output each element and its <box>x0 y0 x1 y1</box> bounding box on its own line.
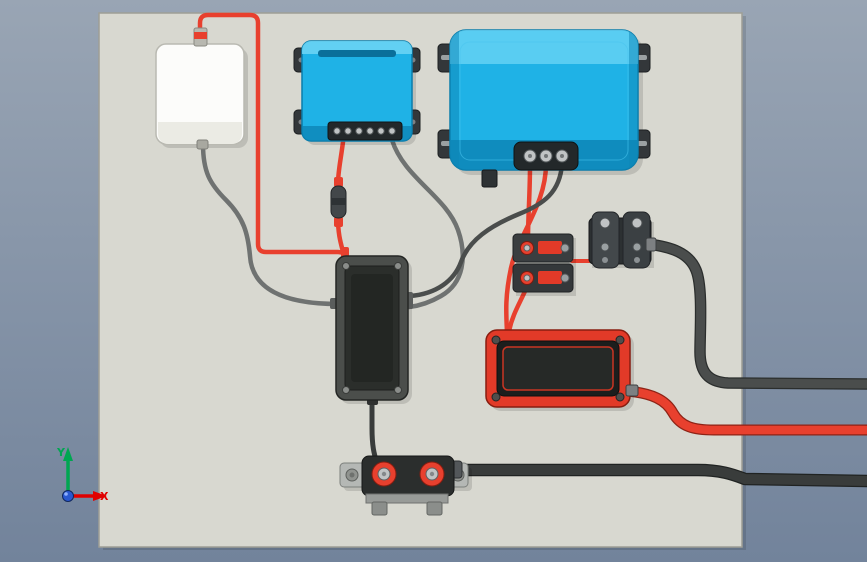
cable-red-charger-large-to-red-box[interactable] <box>504 161 549 335</box>
charger-large-aux-connector <box>481 169 498 188</box>
cable-gray-whitebox-to-junction[interactable] <box>200 141 341 307</box>
junction-box-inner-panel <box>351 274 393 382</box>
white-enclosure-top-fitting-band <box>194 32 207 39</box>
white-enclosure-bottom-fitting <box>196 139 209 150</box>
red-enclosure-screw <box>491 392 501 402</box>
red-enclosure-inner-panel <box>502 346 614 391</box>
relay-terminal <box>602 257 608 263</box>
relay-screw <box>631 217 643 229</box>
shunt-foot-left <box>371 501 388 516</box>
junction-box-screw <box>394 386 402 394</box>
junction-box-screw <box>394 262 402 270</box>
shunt-foot-right <box>426 501 443 516</box>
inline-fuse-band <box>331 198 346 205</box>
red-cable-ferrule <box>625 384 639 397</box>
cable-dark-charger-large-to-junction[interactable] <box>407 161 565 299</box>
shunt-assembly[interactable] <box>339 455 472 516</box>
red-enclosure[interactable] <box>485 329 639 411</box>
flange-slot <box>441 141 451 146</box>
fuse-screw <box>560 273 570 283</box>
fuse-block[interactable] <box>512 233 576 296</box>
relay-block[interactable] <box>588 211 657 269</box>
shunt-terminal-right-pin <box>429 471 435 477</box>
relay-terminal <box>634 257 640 263</box>
axis-origin-highlight <box>64 492 68 496</box>
red-enclosure-screw <box>491 335 501 345</box>
fuse-terminal-stud <box>523 274 531 282</box>
axis-x-label: X <box>100 490 109 503</box>
shunt-lower-bracket <box>365 493 449 504</box>
axis-y-arrow-head <box>63 447 73 461</box>
inline-fuse-holder[interactable] <box>330 177 347 227</box>
axis-origin-sphere <box>62 490 74 502</box>
axis-y-label: Y <box>56 446 66 459</box>
flange-slot <box>637 141 647 146</box>
fuse-screw <box>560 243 570 253</box>
inline-fuse-heatshrink-top <box>334 177 343 187</box>
axis-x-arrow-head <box>93 491 107 501</box>
relay-module-left[interactable] <box>591 211 620 269</box>
inline-fuse-heatshrink-bottom <box>334 217 343 227</box>
relay-screw <box>632 242 642 252</box>
red-enclosure-screw <box>615 392 625 402</box>
cable-thick-black-to-edge[interactable] <box>453 465 867 486</box>
fuse-element-bottom <box>538 271 562 284</box>
red-enclosure-screw <box>615 335 625 345</box>
junction-box-screw <box>342 386 350 394</box>
relay-screw <box>599 217 611 229</box>
charger-small-terminal-strip[interactable] <box>327 121 403 141</box>
shunt-bolt-left-pin <box>349 472 355 478</box>
white-enclosure-shade <box>158 122 242 144</box>
charger-small[interactable] <box>293 40 421 145</box>
relay-cable-ferrule <box>645 237 657 252</box>
flange-slot <box>441 55 451 60</box>
fuse-terminal-stud <box>523 244 531 252</box>
charger-small-terminals <box>333 127 396 135</box>
cable-red-charger-large-to-fuse[interactable] <box>525 161 533 243</box>
flange-slot <box>637 55 647 60</box>
terminal-pin <box>528 154 532 158</box>
white-enclosure[interactable] <box>155 27 248 150</box>
relay-screw <box>600 242 610 252</box>
charger-large-top-sheen <box>450 30 638 64</box>
terminal-pin <box>544 154 548 158</box>
charger-large-left-shade <box>450 30 459 170</box>
cable-thick-red-to-edge[interactable] <box>621 386 867 435</box>
charger-small-vent <box>318 50 396 57</box>
junction-box[interactable] <box>330 247 413 405</box>
charger-large[interactable] <box>437 29 651 188</box>
fuse-element-top <box>538 241 562 254</box>
charger-large-right-shade <box>629 30 638 170</box>
shunt-terminal-left-pin <box>381 471 387 477</box>
axis-triad: Y X <box>56 446 109 503</box>
cable-thick-dark-to-edge[interactable] <box>643 239 867 389</box>
terminal-pin <box>560 154 564 158</box>
junction-box-screw <box>342 262 350 270</box>
